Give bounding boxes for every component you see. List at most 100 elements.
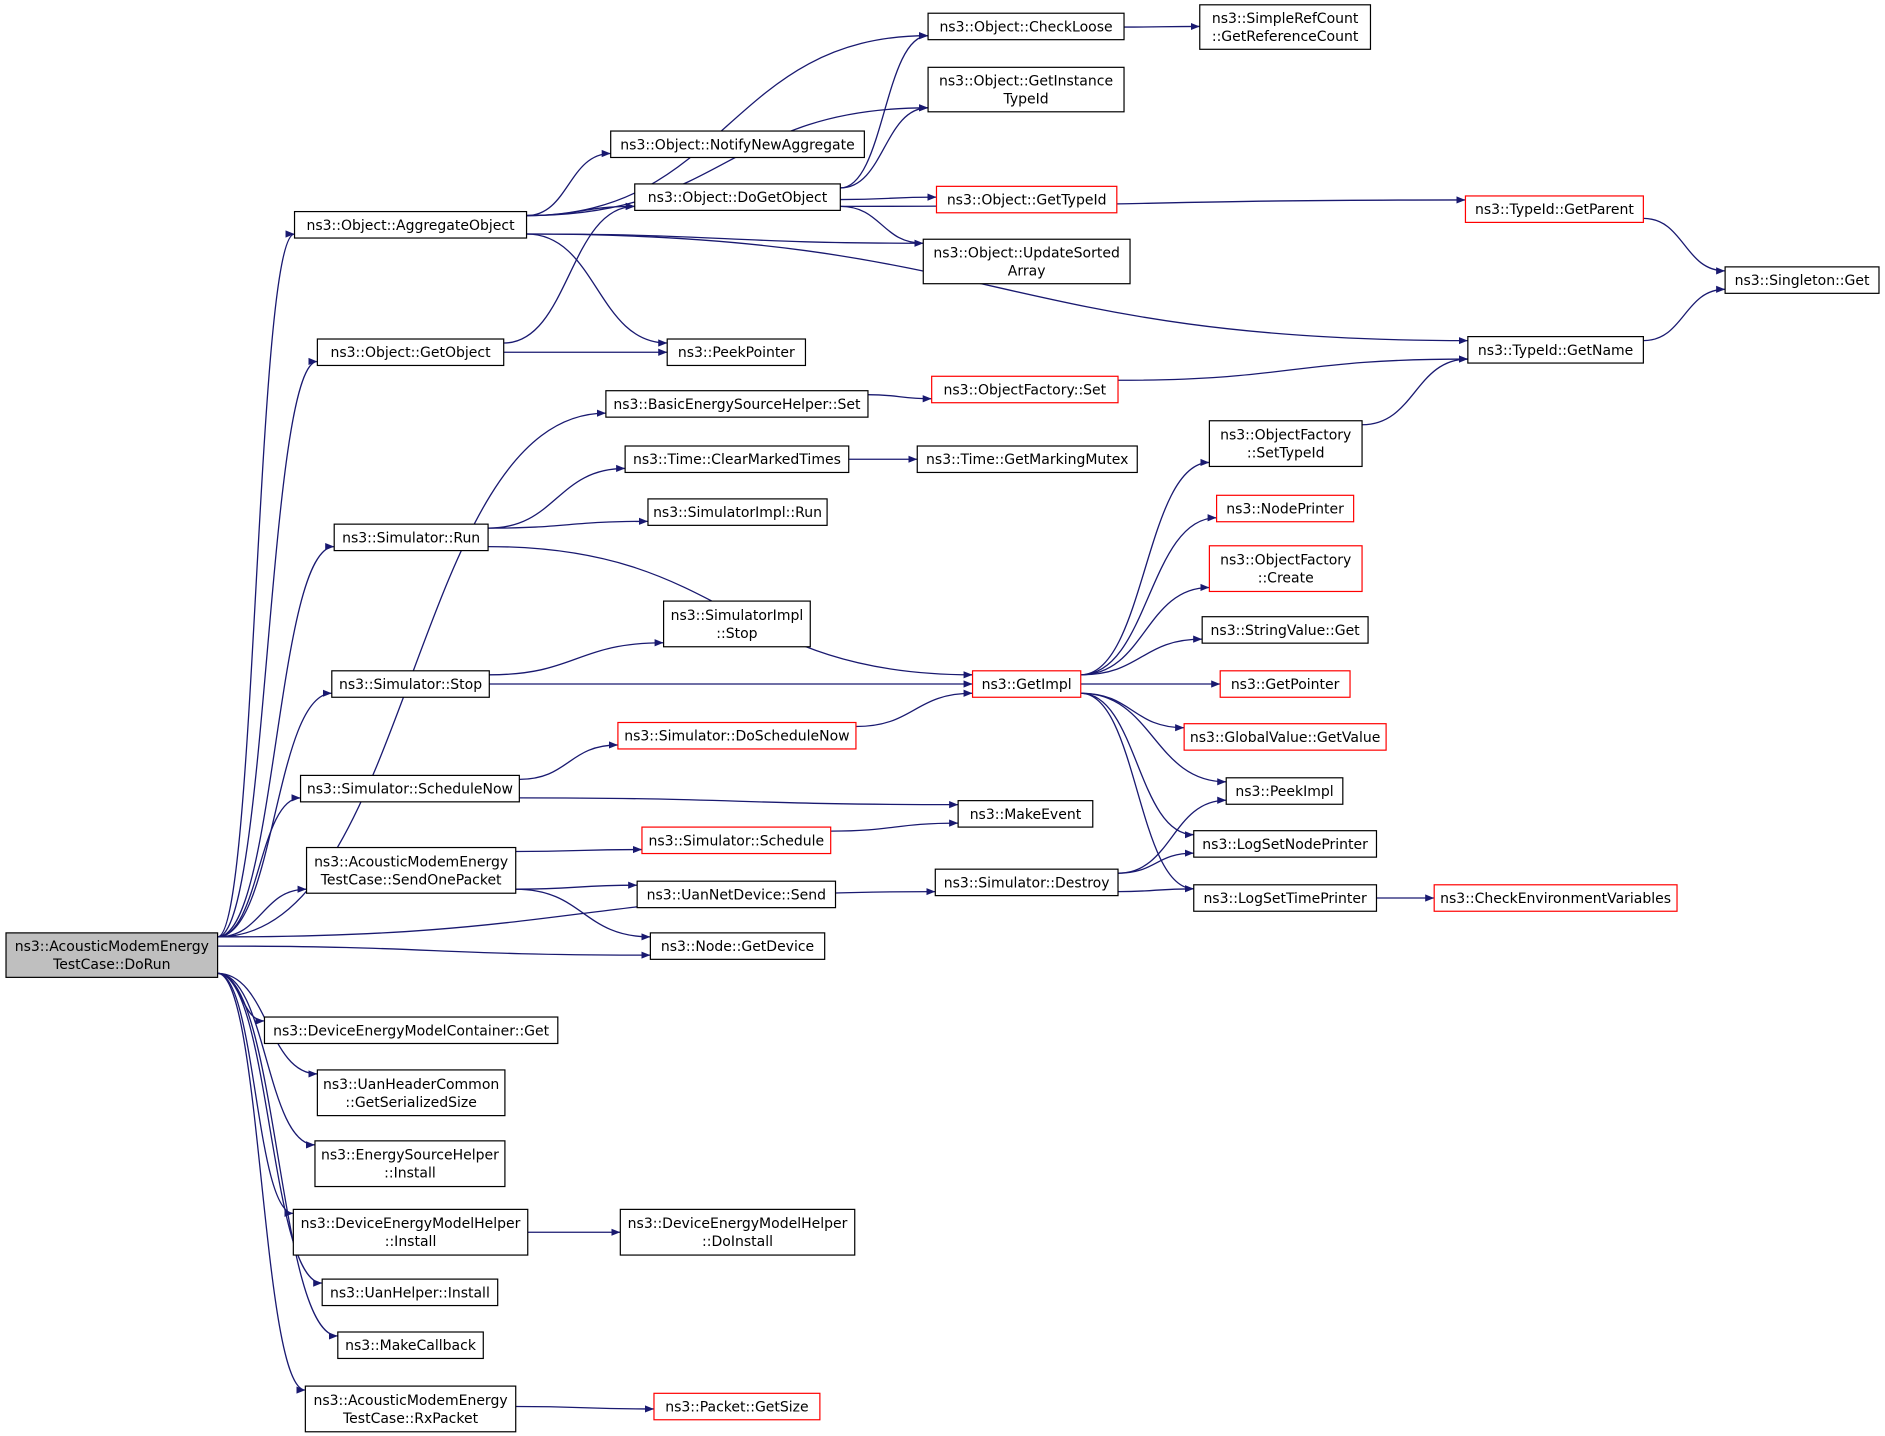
nodes-layer: ns3::AcousticModemEnergyTestCase::DoRunn… [5,4,1880,1433]
edge-arrow [1118,796,1227,874]
edge-arrow [1643,217,1726,275]
node-box [1193,830,1378,858]
node-makeevent[interactable]: ns3::MakeEvent [957,800,1094,828]
edge-arrow [519,741,618,781]
edge-root-to-getobject [217,357,318,938]
node-doschedulenow[interactable]: ns3::Simulator::DoScheduleNow [617,721,857,750]
edge-arrow [1080,635,1203,676]
node-peekimpl[interactable]: ns3::PeekImpl [1225,777,1344,805]
edge-arrow [217,972,323,1287]
edge-arrow [526,149,611,217]
node-typeidgetparent[interactable]: ns3::TypeId::GetParent [1464,195,1644,224]
node-peekpointer[interactable]: ns3::PeekPointer [666,338,807,367]
edge-arrow [526,233,1468,345]
node-nodeprinter[interactable]: ns3::NodePrinter [1215,494,1355,523]
node-uanhelperinstall[interactable]: ns3::UanHelper::Install [321,1278,499,1307]
node-getpointer[interactable]: ns3::GetPointer [1219,670,1351,698]
node-simschedule[interactable]: ns3::Simulator::Schedule [641,826,832,855]
node-box [316,338,505,367]
node-uanheadersize[interactable]: ns3::UanHeaderCommon::GetSerializedSize [316,1069,506,1117]
node-nodegetdevice[interactable]: ns3::Node::GetDevice [649,932,826,960]
node-simimplstop[interactable]: ns3::SimulatorImpl::Stop [662,600,811,648]
edge-typeidgetparent-to-singletonget [1643,217,1726,275]
node-objectfactoryset[interactable]: ns3::ObjectFactory::Set [931,375,1119,404]
node-checkloose[interactable]: ns3::Object::CheckLoose [927,12,1125,41]
node-box [5,932,219,978]
node-label: ns3::EnergySourceHelper [321,1148,499,1164]
edge-arrow [489,639,664,676]
edge-simulatorrun-to-clearmarkedtimes [488,464,626,529]
edge-arrow [515,1405,654,1413]
node-settypeid[interactable]: ns3::ObjectFactory::SetTypeId [1208,420,1363,468]
node-label: ns3::DeviceEnergyModelHelper [628,1216,848,1232]
node-aggregate[interactable]: ns3::Object::AggregateObject [293,210,528,239]
node-simulatorstop[interactable]: ns3::Simulator::Stop [331,670,490,698]
node-simulatorrun[interactable]: ns3::Simulator::Run [333,523,489,552]
edge-arrow [217,972,294,1217]
edge-arrow [217,945,651,959]
node-basicenergyset[interactable]: ns3::BasicEnergySourceHelper::Set [605,390,869,418]
edge-arrow [840,196,1466,208]
node-box [927,12,1125,41]
node-singletonget[interactable]: ns3::Singleton::Get [1724,266,1880,294]
node-label: ns3::ObjectFactory [1220,428,1351,444]
edge-arrow [217,689,332,938]
edge-getimpl-to-stringvalueget [1080,635,1203,676]
node-logtimeprinter[interactable]: ns3::LogSetTimePrinter [1193,884,1378,912]
edge-simulatorstop-to-simimplstop [489,639,664,676]
node-energysourceinstall[interactable]: ns3::EnergySourceHelper::Install [314,1140,506,1188]
node-objfactorycreate[interactable]: ns3::ObjectFactory::Create [1208,545,1363,593]
edge-getimpl-to-lognodeprinter [1080,692,1194,839]
node-label: ns3::Simulator::Stop [339,677,482,693]
edge-dogetobject-to-updatesorted [840,205,924,247]
node-simimplrun[interactable]: ns3::SimulatorImpl::Run [647,498,828,526]
node-gettypeid[interactable]: ns3::Object::GetTypeId [935,185,1118,214]
node-notifynewaggregate[interactable]: ns3::Object::NotifyNewAggregate [610,130,865,159]
node-clearmarkedtimes[interactable]: ns3::Time::ClearMarkedTimes [624,445,850,474]
node-label: ns3::LogSetTimePrinter [1203,891,1367,907]
node-getimpl[interactable]: ns3::GetImpl [971,670,1082,698]
edge-getimpl-to-settypeid [1080,458,1210,676]
node-schedulenow[interactable]: ns3::Simulator::ScheduleNow [299,774,520,803]
node-label: ns3::SimpleRefCount [1212,11,1359,27]
node-checkenv[interactable]: ns3::CheckEnvironmentVariables [1433,884,1678,912]
node-label: ns3::AcousticModemEnergy [314,854,508,870]
node-lognodeprinter[interactable]: ns3::LogSetNodePrinter [1193,830,1378,858]
node-stringvalueget[interactable]: ns3::StringValue::Get [1201,616,1369,644]
node-label: ns3::PeekPointer [678,345,795,361]
node-simdestroy[interactable]: ns3::Simulator::Destroy [934,868,1119,897]
node-makecallback[interactable]: ns3::MakeCallback [337,1331,484,1360]
node-deviceenergydoinstall[interactable]: ns3::DeviceEnergyModelHelper::DoInstall [619,1208,856,1256]
node-label: ns3::AcousticModemEnergy [15,939,209,955]
node-globalvalueget[interactable]: ns3::GlobalValue::GetValue [1183,723,1387,751]
edge-dogetobject-to-checkloose [840,32,929,189]
edge-root-to-sendonepacket [217,885,307,938]
node-getrefcount[interactable]: ns3::SimpleRefCount::GetReferenceCount [1199,4,1372,50]
node-dogetobject[interactable]: ns3::Object::DoGetObject [634,183,841,211]
node-label: ns3::UanHelper::Install [330,1285,490,1301]
node-devicecontainerget[interactable]: ns3::DeviceEnergyModelContainer::Get [263,1016,559,1045]
node-deviceenergyinstall[interactable]: ns3::DeviceEnergyModelHelper::Install [292,1208,529,1256]
node-rxpacket[interactable]: ns3::AcousticModemEnergyTestCase::RxPack… [304,1385,517,1433]
node-box [1201,616,1369,644]
node-label: ns3::Object::CheckLoose [939,19,1112,35]
edge-checkloose-to-getrefcount [1124,22,1200,31]
node-box [649,932,826,960]
node-label: ::GetSerializedSize [345,1095,476,1111]
edge-arrow [840,32,929,189]
edge-schedulenow-to-makeevent [519,797,959,809]
node-getobject[interactable]: ns3::Object::GetObject [316,338,505,367]
node-box [331,670,490,698]
node-uannetsend[interactable]: ns3::UanNetDevice::Send [636,880,837,909]
edge-simulatorrun-to-simimplrun [488,517,648,529]
node-label: ns3::TypeId::GetName [1478,343,1633,359]
node-getmarkingmutex[interactable]: ns3::Time::GetMarkingMutex [916,445,1138,474]
node-packetgetsize[interactable]: ns3::Packet::GetSize [653,1392,821,1421]
node-typeidgetname[interactable]: ns3::TypeId::GetName [1467,336,1644,364]
node-label: ::Create [1258,571,1314,587]
node-sendonepacket[interactable]: ns3::AcousticModemEnergyTestCase::SendOn… [305,846,517,894]
node-box [927,66,1125,113]
